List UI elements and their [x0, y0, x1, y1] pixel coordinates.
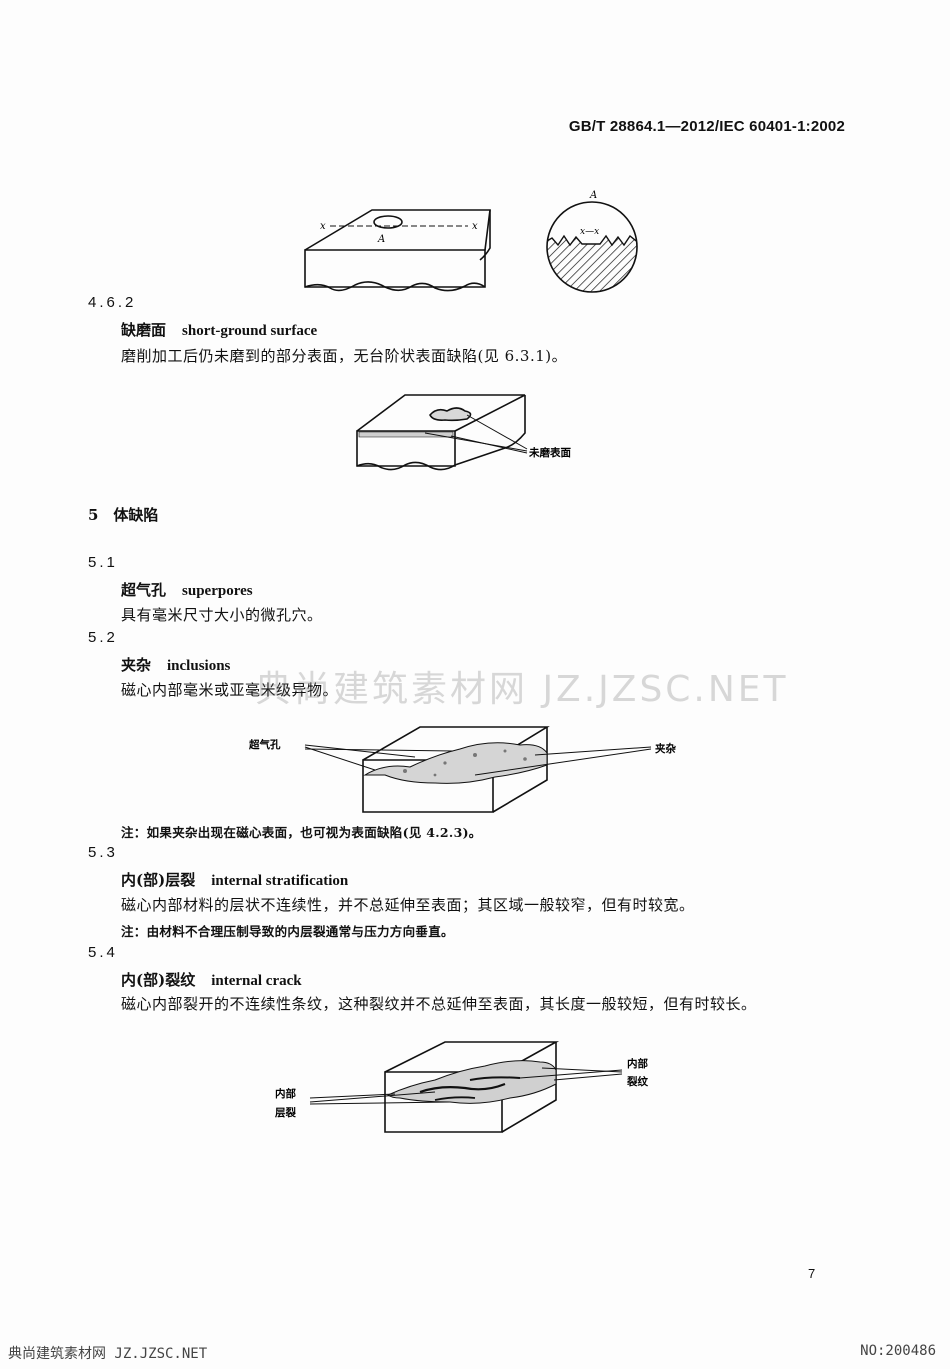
fig1-point-label: A: [377, 234, 385, 245]
clause-5-4-term: 内(部)裂纹 internal crack: [121, 969, 302, 990]
term-en: inclusions: [167, 658, 231, 674]
fig-short-ground-label: 未磨表面: [528, 446, 571, 459]
term-en: short-ground surface: [182, 323, 318, 339]
clause-5-2-term: 夹杂 inclusions: [121, 654, 230, 675]
clause-5-4-definition: 磁心内部裂开的不连续性条纹，这种裂纹并不总延伸至表面，其长度一般较短，但有时较长…: [121, 995, 757, 1013]
clause-5-3-term: 内(部)层裂 internal stratification: [121, 869, 348, 890]
term-cn: 内(部)层裂: [121, 871, 196, 889]
fig-crack-label-left-2: 层裂: [275, 1106, 296, 1119]
figure-inclusions: 超气孔 夹杂: [248, 726, 676, 813]
clause-5-3-definition: 磁心内部材料的层状不连续性，并不总延伸至表面；其区域一般较窄，但有时较宽。: [121, 896, 695, 914]
watermark: 典尚建筑素材网 JZ.JZSC.NET: [255, 669, 789, 710]
fig-inclusions-label-left: 超气孔: [248, 738, 281, 751]
clause-5-3-note: 注：由材料不合理压制导致的内层裂通常与压力方向垂直。: [121, 924, 454, 939]
fig1-axis-left: x: [320, 221, 326, 232]
term-cn: 内(部)裂纹: [121, 971, 196, 989]
fig-inclusions-label-right: 夹杂: [655, 742, 676, 755]
clause-5-3-number: 5.3: [88, 844, 118, 861]
term-cn: 缺磨面: [121, 321, 167, 339]
clause-4-6-2-definition: 磨削加工后仍未磨到的部分表面，无台阶状表面缺陷(见 6.3.1)。: [121, 347, 568, 365]
fig1-inset-label: A: [589, 190, 597, 201]
clause-4-6-2-number: 4.6.2: [88, 294, 137, 311]
term-en: internal stratification: [211, 873, 349, 889]
fig1-inset-axis: x—x: [580, 227, 599, 237]
clause-5-4-number: 5.4: [88, 944, 118, 961]
clause-5-2-number: 5.2: [88, 629, 118, 646]
clause-5-2-note: 注：如果夹杂出现在磁心表面，也可视为表面缺陷(见 4.2.3)。: [121, 825, 482, 840]
page-number: 7: [808, 1266, 816, 1281]
fig-crack-label-right-2: 裂纹: [626, 1075, 648, 1088]
footer-site-name: 典尚建筑素材网 JZ.JZSC.NET: [8, 1346, 208, 1362]
fig1-axis-right: x: [472, 221, 478, 232]
clause-4-6-2-term: 缺磨面 short-ground surface: [121, 319, 317, 340]
section-5-title: 5 体缺陷: [88, 506, 159, 524]
clause-5-1-number: 5.1: [88, 554, 118, 571]
clause-5-1-term: 超气孔 superpores: [121, 579, 253, 600]
clause-5-2-definition: 磁心内部毫米或亚毫米级异物。: [121, 681, 339, 699]
fig-crack-label-left-1: 内部: [275, 1087, 296, 1100]
term-en: superpores: [182, 583, 253, 599]
term-cn: 超气孔: [121, 581, 167, 599]
standard-number: GB/T 28864.1—2012/IEC 60401-1:2002: [568, 118, 845, 135]
figure-surface-crater: x x A A x—x: [304, 190, 638, 293]
term-cn: 夹杂: [121, 656, 152, 674]
term-en: internal crack: [211, 973, 302, 989]
figure-internal-crack: 内部 层裂 内部 裂纹: [275, 1041, 648, 1133]
figure-short-ground: 未磨表面: [356, 394, 571, 471]
footer-id: NO:200486: [860, 1343, 936, 1359]
clause-5-1-definition: 具有毫米尺寸大小的微孔穴。: [121, 606, 323, 624]
fig-crack-label-right-1: 内部: [627, 1057, 648, 1070]
